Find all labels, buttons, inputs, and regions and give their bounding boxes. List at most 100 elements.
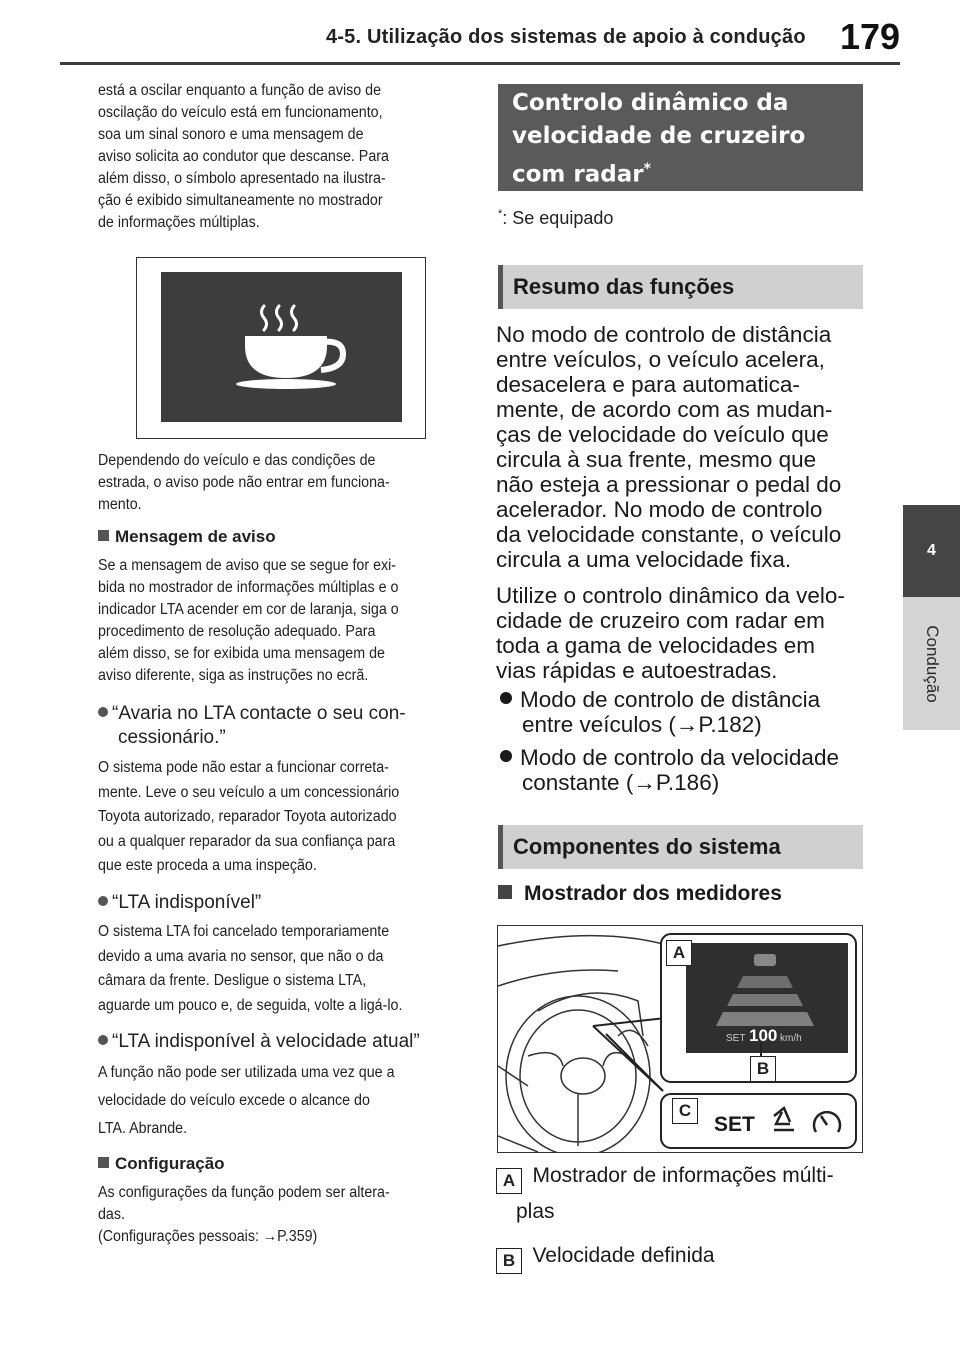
footnote: *: Se equipado <box>498 208 613 229</box>
text-line: com radar <box>512 161 644 188</box>
callout-label-b: B <box>750 1056 776 1082</box>
text-line: da velocidade constante, o veículo <box>496 522 842 547</box>
text-line: constante (→P.186) <box>522 770 720 795</box>
legend-item-a: A Mostrador de informações múlti- plas <box>496 1164 834 1224</box>
footnote-text: : Se equipado <box>502 208 614 228</box>
meter-display-figure: A SET 100 km/h B C SET <box>497 925 863 1157</box>
text-line: circula à sua frente, mesmo que <box>496 447 817 472</box>
text-line: As configurações da função podem ser alt… <box>98 1184 390 1201</box>
text-line: mento. <box>98 496 142 513</box>
text-line: “LTA indisponível à velocidade atual” <box>112 1031 420 1052</box>
text-line: circula a uma velocidade fixa. <box>496 547 792 572</box>
radar-cruise-icon <box>773 1105 794 1132</box>
text-line: desacelera e para automatica- <box>496 372 800 397</box>
callout-pointer-b <box>760 1043 762 1057</box>
set-indicator-small: SET <box>726 1033 746 1044</box>
text-line: velocidade do veículo excede o alcance d… <box>98 1092 370 1109</box>
legend-text: Velocidade definida <box>532 1244 715 1267</box>
text-line: cidade de cruzeiro com radar em <box>496 608 825 633</box>
heading-text: Mostrador dos medidores <box>524 882 782 905</box>
text-line: aviso solicita ao condutor que descanse.… <box>98 148 389 165</box>
square-bullet-icon <box>98 530 109 541</box>
text-line: das. <box>98 1206 125 1223</box>
section-header-title: 4-5. Utilização dos sistemas de apoio à … <box>326 26 806 48</box>
message-3-title: “LTA indisponível à velocidade atual” <box>98 1030 420 1054</box>
text-line: soa um sinal sonoro e uma mensagem de <box>98 126 364 143</box>
text-line: além disso, se for exibida uma mensagem … <box>98 645 385 662</box>
text-line: de informações múltiplas. <box>98 214 260 231</box>
text-line: está a oscilar enquanto a função de avis… <box>98 82 382 99</box>
summary-paragraph: No modo de controlo de distância entre v… <box>496 322 876 572</box>
circle-bullet-icon <box>98 1035 108 1045</box>
text-line: aguarde um pouco e, de seguida, volte a … <box>98 996 403 1014</box>
text-line: velocidade de cruzeiro <box>512 123 806 149</box>
text-line: O sistema pode não estar a funcionar cor… <box>98 759 389 776</box>
text-line: procedimento de resolução adequado. Para <box>98 623 376 640</box>
coffee-cup-icon <box>236 304 347 389</box>
message-2-title: “LTA indisponível” <box>98 891 261 915</box>
rest-warning-figure <box>136 257 426 439</box>
text-line: cessionário.” <box>118 727 226 748</box>
config-paragraph: As configurações da função podem ser alt… <box>98 1182 457 1248</box>
summary-heading: Resumo das funções <box>498 265 863 309</box>
message-1-title: “Avaria no LTA contacte o seu con- cessi… <box>98 702 406 750</box>
text-line: acelerador. No modo de controlo <box>496 497 823 522</box>
set-speed-value: 100 <box>749 1026 778 1045</box>
text-line: ças de velocidade do veículo que <box>496 422 829 447</box>
text-line: estrada, o aviso pode não entrar em func… <box>98 474 390 491</box>
legend-text: plas <box>516 1200 555 1223</box>
heading-text: Configuração <box>115 1154 225 1173</box>
text-line: Modo de controlo da velocidade <box>520 745 839 770</box>
text-line: No modo de controlo de distância <box>496 322 832 347</box>
warning-paragraph: Se a mensagem de aviso que se segue for … <box>98 555 457 687</box>
text-line: Se a mensagem de aviso que se segue for … <box>98 557 397 574</box>
message-1-text: O sistema pode não estar a funcionar cor… <box>98 756 457 879</box>
text-line: entre veículos, o veículo acelera, <box>496 347 825 372</box>
usage-paragraph: Utilize o controlo dinâmico da velo- cid… <box>496 583 876 683</box>
text-line: Utilize o controlo dinâmico da velo- <box>496 583 845 608</box>
text-line: que este proceda a uma inspeção. <box>98 857 317 874</box>
callout-label-c: C <box>672 1098 698 1124</box>
text-line: O sistema LTA foi cancelado temporariame… <box>98 923 390 940</box>
text-line: Toyota autorizado, reparador Toyota auto… <box>98 808 397 825</box>
components-heading: Componentes do sistema <box>498 825 863 869</box>
heading-text: Mensagem de aviso <box>115 527 276 546</box>
text-line: câmara da frente. Desligue o sistema LTA… <box>98 972 367 989</box>
text-line: Modo de controlo de distância <box>520 687 821 712</box>
text-line: indicador LTA acender em cor de laranja,… <box>98 601 399 618</box>
text-line: entre veículos (→P.182) <box>522 712 762 737</box>
text-line: vias rápidas e autoestradas. <box>496 658 778 683</box>
legend-text: Mostrador de informações múlti- <box>532 1164 834 1187</box>
legend-item-b: B Velocidade definida <box>496 1244 715 1274</box>
text-line: mente, de acordo com as mudan- <box>496 397 833 422</box>
message-2-text: O sistema LTA foi cancelado temporariame… <box>98 920 457 1018</box>
square-bullet-icon <box>98 1157 109 1168</box>
square-bullet-icon <box>498 885 512 899</box>
page-number: 179 <box>840 16 901 57</box>
chapter-tab: Condução <box>903 597 960 730</box>
speedometer-icon <box>812 1110 842 1133</box>
display-panel <box>161 272 402 422</box>
text-line: (Configurações pessoais: →P.359) <box>98 1228 318 1245</box>
text-line: A função não pode ser utilizada uma vez … <box>98 1064 395 1081</box>
legend-key: B <box>496 1248 522 1274</box>
set-indicator-large: SET <box>714 1113 755 1136</box>
intro-paragraph: está a oscilar enquanto a função de avis… <box>98 80 457 234</box>
footnote-mark: * <box>643 161 651 177</box>
header-rule <box>60 62 900 65</box>
message-3-text: A função não pode ser utilizada uma vez … <box>98 1059 457 1143</box>
text-line: LTA. Abrande. <box>98 1120 188 1137</box>
text-line: Dependendo do veículo e das condições de <box>98 452 376 469</box>
text-line: ou a qualquer reparador da sua confiança… <box>98 832 396 850</box>
display-heading: Mostrador dos medidores <box>498 882 782 906</box>
callout-label-a: A <box>666 940 692 966</box>
circle-bullet-icon <box>98 896 108 906</box>
text-line: oscilação do veículo está em funcionamen… <box>98 104 383 121</box>
warning-heading: Mensagem de aviso <box>98 527 276 547</box>
mode-distance: Modo de controlo de distância entre veíc… <box>500 687 880 737</box>
legend-key: A <box>496 1168 522 1194</box>
mode-constant-speed: Modo de controlo da velocidade constante… <box>500 745 880 795</box>
text-line: ção é exibido simultaneamente no mostrad… <box>98 192 383 209</box>
config-heading: Configuração <box>98 1154 225 1174</box>
dashboard-illustration <box>497 933 857 1157</box>
